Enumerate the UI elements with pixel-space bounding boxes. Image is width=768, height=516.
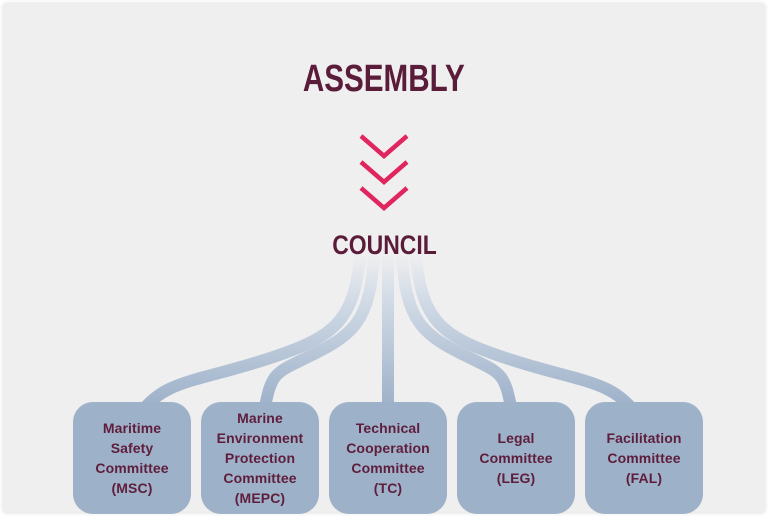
committee-box-msc: Maritime Safety Committee (MSC): [73, 402, 191, 514]
assembly-title-text: ASSEMBLY: [303, 58, 465, 100]
connector-to-leg: [396, 255, 518, 414]
connector-to-msc: [135, 255, 366, 418]
connector-to-mepc: [258, 255, 380, 414]
chevron-down-icon: [359, 134, 409, 211]
committee-row: Maritime Safety Committee (MSC) Marine E…: [2, 402, 766, 514]
committee-box-leg: Legal Committee (LEG): [457, 402, 575, 514]
committee-box-label: Marine Environment Protection Committee …: [216, 410, 304, 506]
flow-down-arrows: [358, 133, 410, 213]
committee-box-mepc: Marine Environment Protection Committee …: [201, 402, 319, 514]
committee-box-label: Legal Committee (LEG): [479, 430, 553, 486]
council-title-text: COUNCIL: [331, 230, 437, 260]
council-title: COUNCIL: [2, 230, 766, 260]
committee-box-label: Technical Cooperation Committee (TC): [346, 420, 430, 496]
connector-to-fal: [410, 255, 641, 418]
committee-box-tc: Technical Cooperation Committee (TC): [329, 402, 447, 514]
committee-box-label: Maritime Safety Committee (MSC): [95, 420, 169, 496]
committee-box-fal: Facilitation Committee (FAL): [585, 402, 703, 514]
assembly-title: ASSEMBLY: [2, 58, 766, 100]
committee-box-label: Facilitation Committee (FAL): [606, 430, 682, 486]
